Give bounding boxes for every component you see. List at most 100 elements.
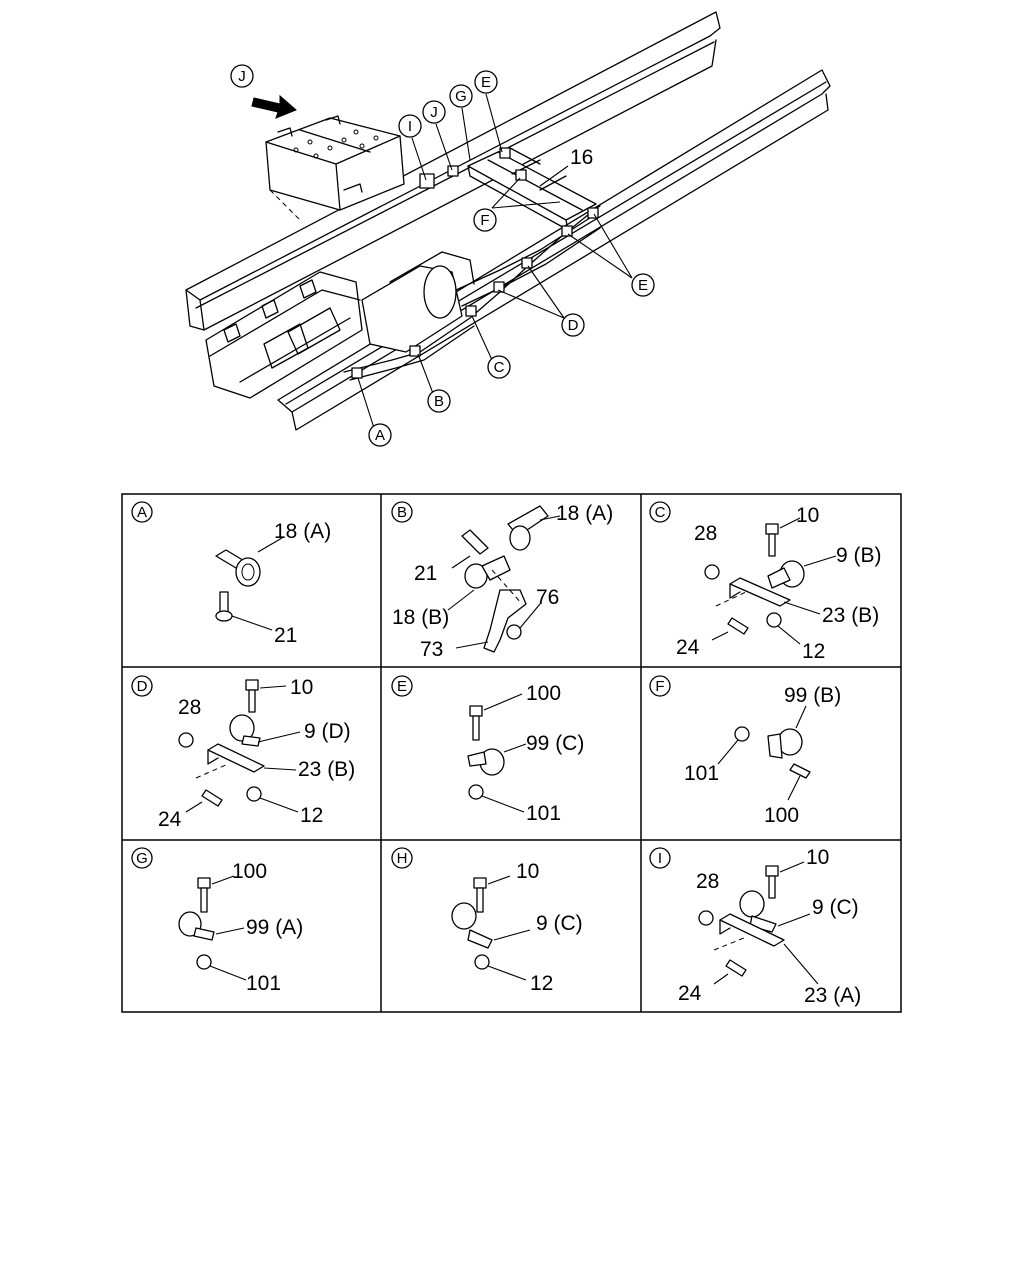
nut-12-h [474, 954, 490, 970]
overview-leaders [357, 93, 633, 429]
label-f-101: 101 [684, 762, 719, 785]
clamp-99a [178, 911, 215, 941]
svg-text:H: H [397, 850, 408, 867]
label-b-73: 73 [420, 638, 443, 661]
detail-panel-d: D 10 28 9 (D) 23 (B) 24 12 [131, 675, 355, 831]
detail-grid [121, 493, 902, 1013]
callout-e-right: E [631, 273, 655, 297]
callout-d: D [561, 313, 585, 337]
label-f-100: 100 [764, 804, 799, 827]
svg-text:F: F [655, 678, 664, 695]
callout-j: J [422, 100, 446, 124]
nut-76 [506, 624, 522, 640]
panel-letter-h: H [391, 847, 413, 869]
svg-text:A: A [375, 427, 385, 444]
bolt-21 [215, 591, 233, 622]
bracket-23a [719, 913, 785, 947]
clamp-9b-c [767, 560, 805, 589]
panel-letter-g: G [131, 847, 153, 869]
bolt-100-g [197, 877, 211, 913]
nut-101-e [468, 784, 484, 800]
label-c-24: 24 [676, 636, 700, 659]
transmission [361, 213, 601, 353]
bolt-100-f [789, 763, 811, 779]
callout-e-top: E [474, 70, 498, 94]
clamp-99b [767, 728, 803, 759]
svg-text:C: C [494, 359, 505, 376]
label-e-101: 101 [526, 802, 561, 825]
label-h-10: 10 [516, 860, 539, 883]
nut-28-c [704, 564, 720, 580]
label-d-10: 10 [290, 676, 313, 699]
nut-101-f [734, 726, 750, 742]
callout-f: F [473, 208, 497, 232]
svg-text:C: C [655, 504, 666, 521]
panel-letter-d: D [131, 675, 153, 697]
bolt-10-h [473, 877, 487, 913]
callout-b: B [427, 389, 451, 413]
label-b-76: 76 [536, 586, 559, 609]
clamp-9d [229, 714, 261, 747]
panel-letter-b: B [391, 501, 413, 523]
bracket-23b-c [729, 577, 791, 607]
panel-letter-a: A [131, 501, 153, 523]
chassis-overview-drawing: J I J G E F E D C B A 16 [185, 11, 831, 447]
label-a-21: 21 [274, 624, 297, 647]
svg-text:J: J [238, 68, 246, 85]
label-h-12: 12 [530, 972, 553, 995]
part-label-16: 16 [570, 146, 593, 169]
label-g-101: 101 [246, 972, 281, 995]
bolt-21-b [461, 529, 489, 555]
label-i-23a: 23 (A) [804, 984, 861, 1007]
label-i-9c: 9 (C) [812, 896, 859, 919]
engine-assembly [205, 271, 363, 399]
svg-text:E: E [481, 74, 491, 91]
svg-text:E: E [397, 678, 407, 695]
detail-panel-h: H 10 9 (C) 12 [391, 847, 583, 995]
svg-text:I: I [658, 850, 662, 867]
label-b-21: 21 [414, 562, 437, 585]
svg-text:D: D [137, 678, 148, 695]
callout-g: G [449, 84, 473, 108]
bracket-73 [483, 589, 527, 653]
clamp-9c-h [451, 902, 493, 949]
label-e-99c: 99 (C) [526, 732, 584, 755]
bolt-24-c [727, 617, 749, 635]
panel-letter-e: E [391, 675, 413, 697]
label-a-18a: 18 (A) [274, 520, 331, 543]
svg-text:E: E [638, 277, 648, 294]
label-b-18b: 18 (B) [392, 606, 449, 629]
nut-101-g [196, 954, 212, 970]
svg-text:B: B [434, 393, 444, 410]
clip-markers [351, 147, 599, 379]
label-e-100: 100 [526, 682, 561, 705]
label-h-9c: 9 (C) [536, 912, 583, 935]
bracket-23b-d [207, 743, 265, 773]
bolt-10-i [765, 865, 779, 899]
bolt-24-i [725, 959, 747, 977]
detail-panel-a: A 18 (A) 21 [131, 501, 331, 647]
svg-text:I: I [408, 118, 412, 135]
svg-text:D: D [568, 317, 579, 334]
label-i-10: 10 [806, 846, 829, 869]
bolt-24-d [201, 789, 223, 807]
panel-letter-f: F [649, 675, 671, 697]
battery-box [265, 115, 405, 221]
svg-text:G: G [136, 850, 148, 867]
panel-letter-i: I [649, 847, 671, 869]
detail-panel-e: E 100 99 (C) 101 [391, 675, 584, 825]
clamp-99c [467, 748, 505, 776]
clamp-18a-b [507, 505, 549, 551]
label-g-100: 100 [232, 860, 267, 883]
clamp-18a [215, 549, 261, 587]
callout-i: I [398, 114, 422, 138]
label-d-24: 24 [158, 808, 182, 831]
detail-panel-c: C 10 28 9 (B) 23 (B) 24 12 [649, 501, 882, 663]
label-d-28: 28 [178, 696, 201, 719]
label-d-23b: 23 (B) [298, 758, 355, 781]
callout-view-j: J [230, 64, 254, 88]
detail-panel-i: I 10 28 9 (C) 24 23 (A) [649, 846, 861, 1007]
label-b-18a: 18 (A) [556, 502, 613, 525]
label-c-9b: 9 (B) [836, 544, 882, 567]
bolt-100-e [469, 705, 483, 741]
